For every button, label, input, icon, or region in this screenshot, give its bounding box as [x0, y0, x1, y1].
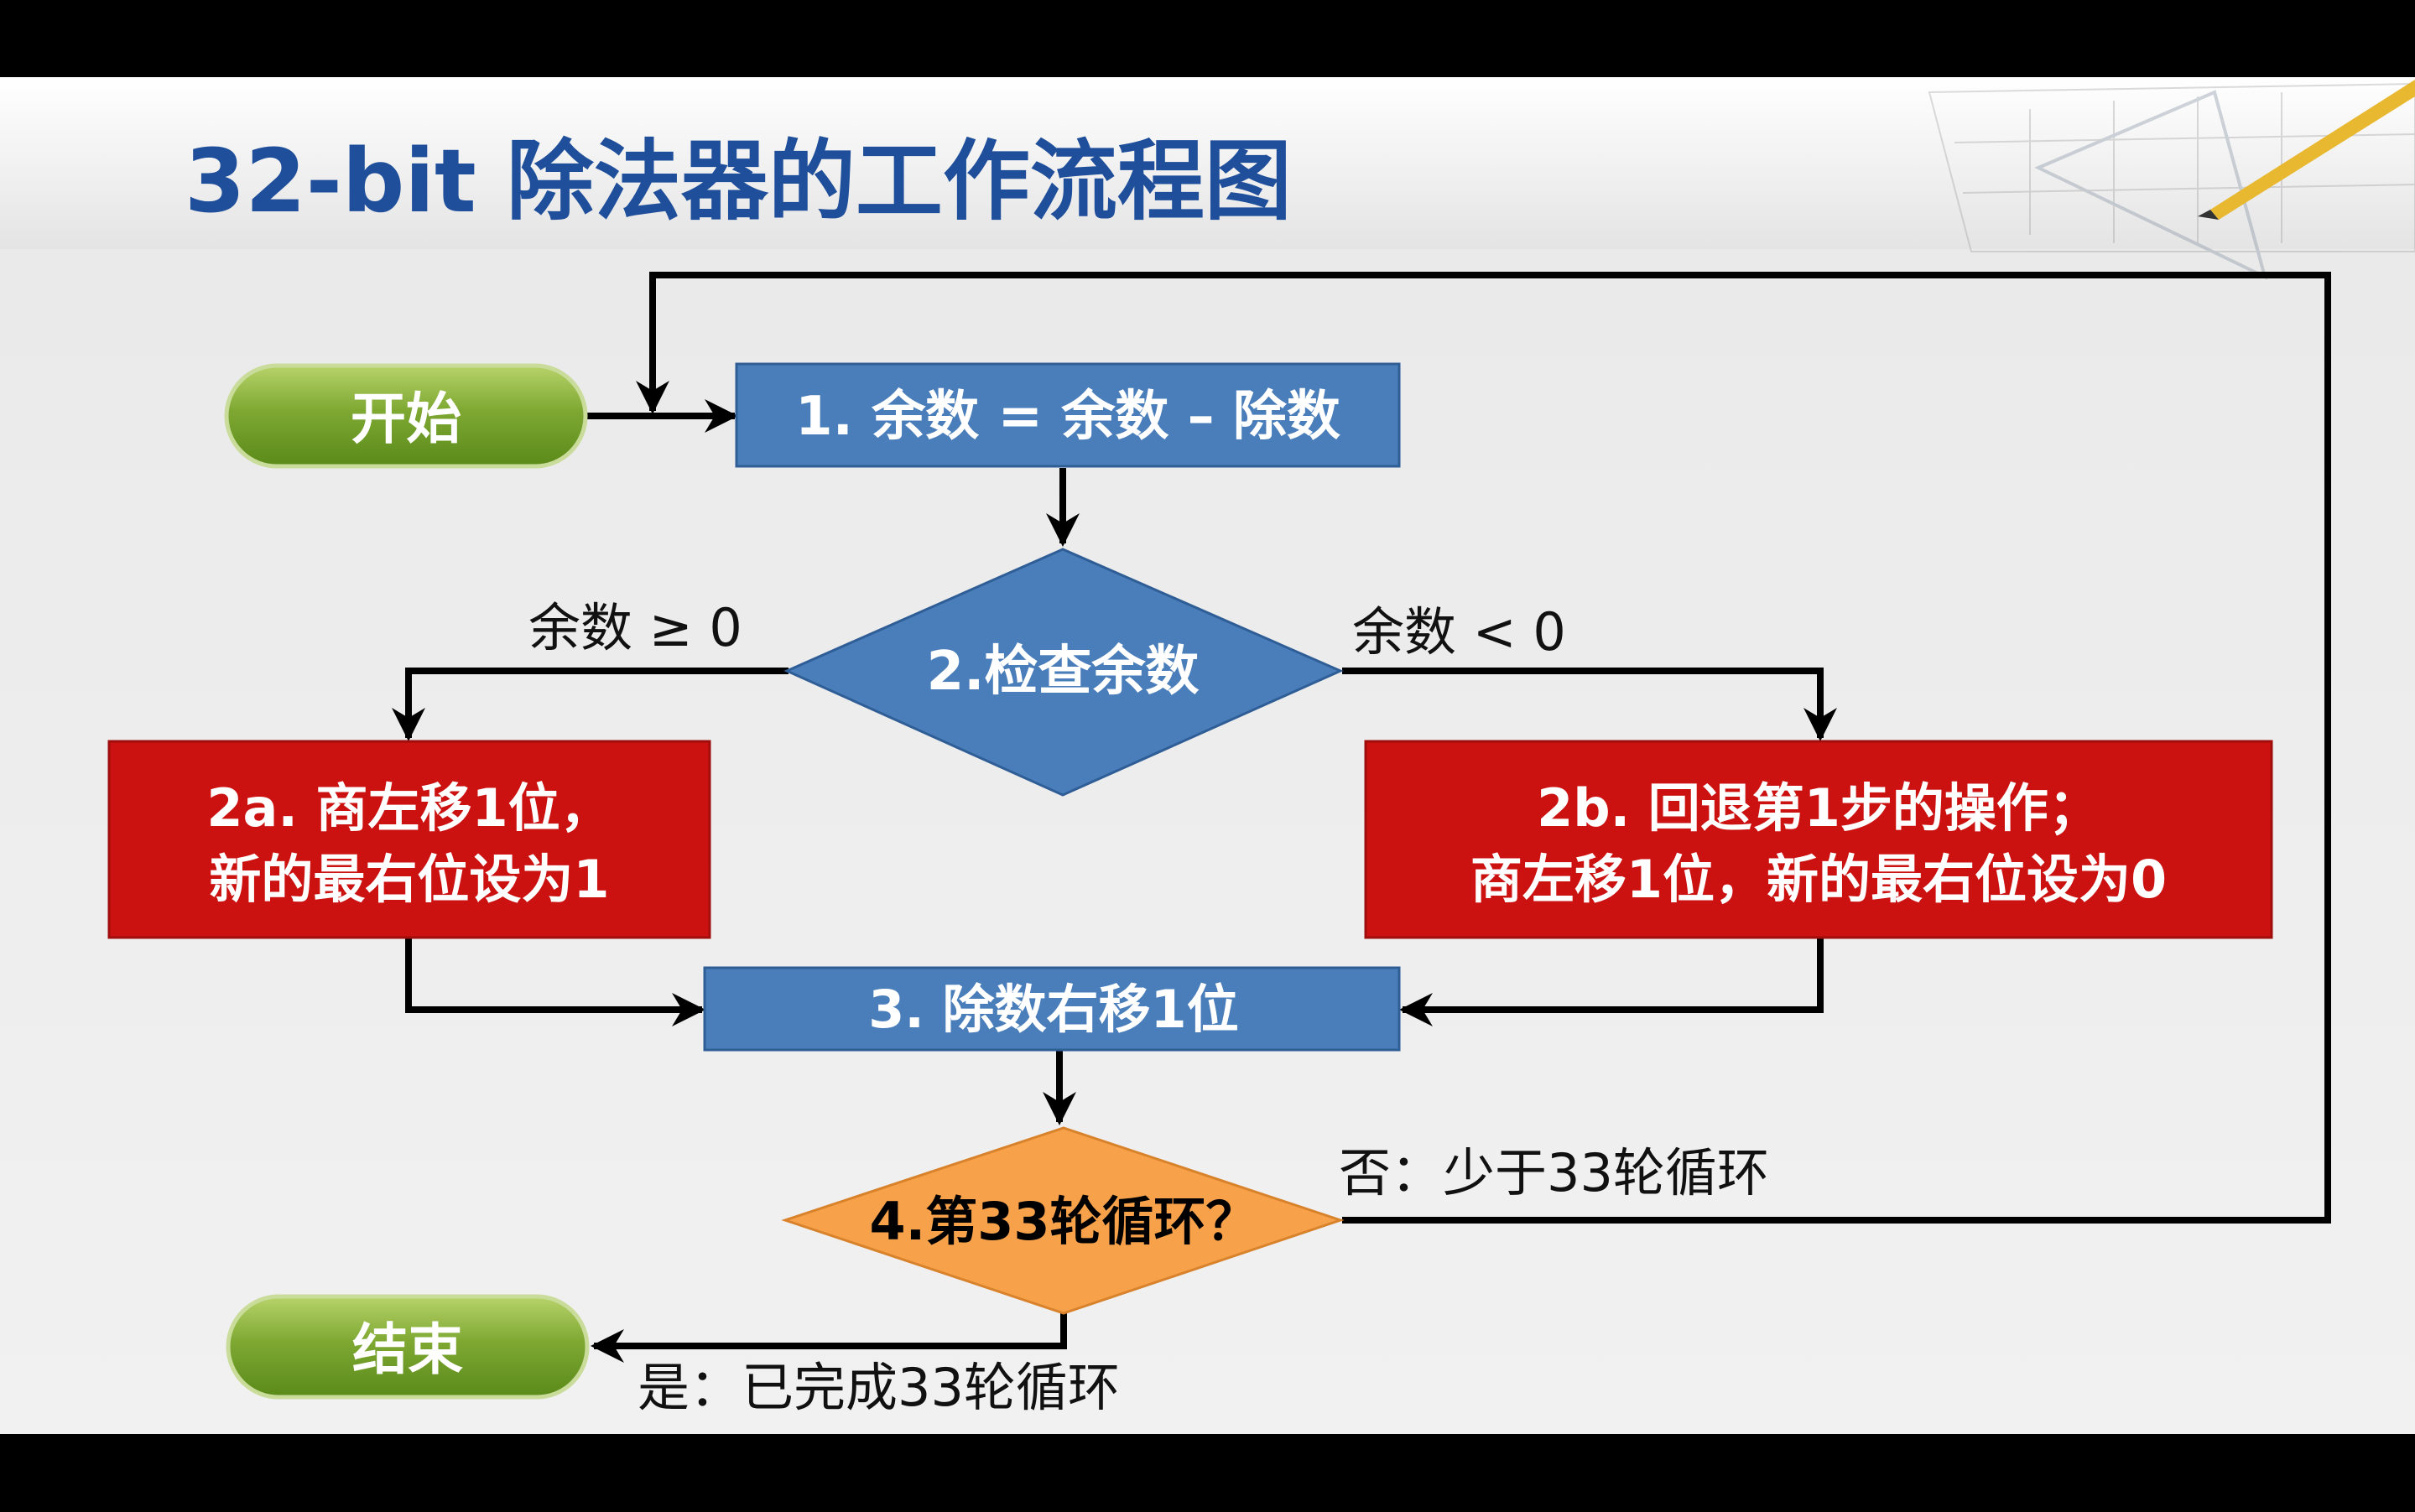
slide-title: 32-bit 除法器的工作流程图 — [185, 130, 1292, 232]
bottom-letterbox — [0, 1434, 2415, 1509]
arrow-loopcheck-to-end — [591, 1313, 1067, 1363]
edge-label-yes: 是：已完成33轮循环 — [638, 1357, 1120, 1418]
edge-label-no: 否：少于33轮循环 — [1339, 1142, 1769, 1203]
check-label: 2.检查余数 — [927, 641, 1200, 703]
arrow-2a-to-step3 — [405, 938, 705, 1026]
step2a-line2: 新的最右位设为1 — [209, 849, 609, 910]
title-band — [0, 77, 2415, 249]
step3-label: 3. 除数右移1位 — [868, 979, 1238, 1040]
step2b-box: 2b. 回退第1步的操作； 商左移1位，新的最右位设为0 — [1364, 740, 2273, 939]
step1-label: 1. 余数 = 余数 – 除数 — [795, 386, 1340, 448]
end-terminal: 结束 — [226, 1294, 590, 1400]
connectors — [392, 272, 2331, 1363]
top-letterbox — [0, 0, 2415, 77]
step3-box: 3. 除数右移1位 — [703, 966, 1401, 1052]
loop-check-label: 4.第33轮循环？ — [870, 1191, 1258, 1252]
step1-box: 1. 余数 = 余数 – 除数 — [735, 362, 1401, 468]
arrow-loop-back — [636, 272, 2331, 1224]
end-label: 结束 — [352, 1317, 463, 1382]
pencil-decoration — [2198, 80, 2415, 220]
step2a-box: 2a. 商左移1位， 新的最右位设为1 — [107, 740, 711, 939]
edge-label-ge-zero: 余数 ≥ 0 — [528, 597, 742, 658]
arrow-check-to-2a — [392, 668, 789, 741]
arrow-check-to-2b — [1342, 668, 1837, 741]
edge-label-lt-zero: 余数 < 0 — [1352, 601, 1566, 662]
start-label: 开始 — [351, 387, 461, 451]
loop-check-diamond: 4.第33轮循环？ — [781, 1126, 1345, 1315]
start-terminal: 开始 — [224, 363, 588, 469]
step2b-line2: 商左移1位，新的最右位设为0 — [1470, 849, 2167, 910]
arrow-2b-to-step3 — [1399, 938, 1824, 1026]
check-diamond: 2.检查余数 — [783, 548, 1344, 797]
step2a-line1: 2a. 商左移1位， — [206, 777, 612, 839]
step2b-line1: 2b. 回退第1步的操作； — [1537, 777, 2100, 839]
